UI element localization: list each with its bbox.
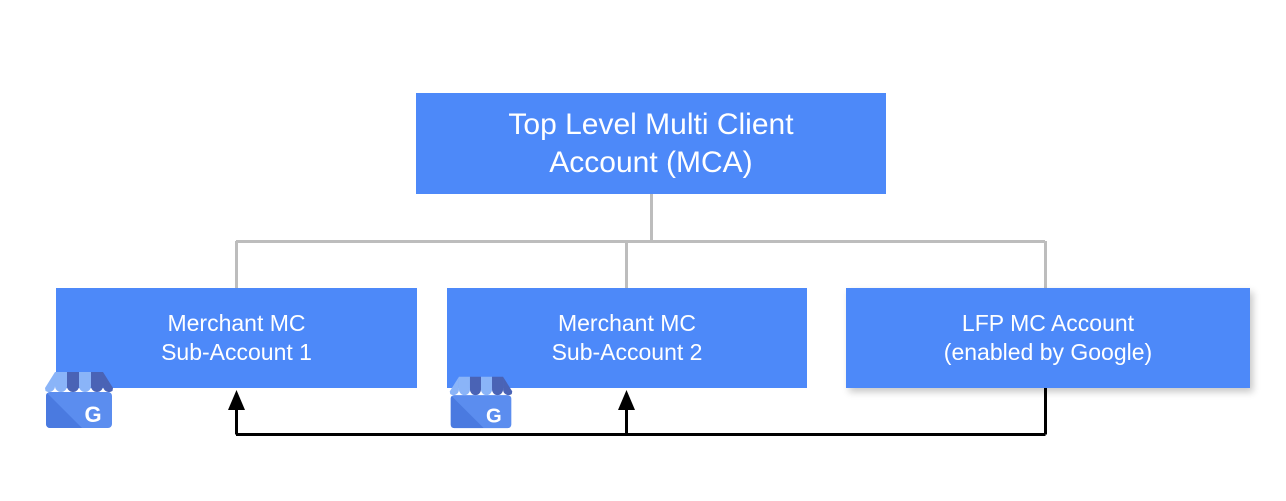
gmb-awning-panel-4 bbox=[492, 376, 504, 396]
node-merchant-sub-account-1-label: Merchant MC Sub-Account 1 bbox=[161, 310, 312, 365]
gmb-awning-panel-3 bbox=[79, 372, 91, 392]
node-lfp-mc-account-label: LFP MC Account (enabled by Google) bbox=[943, 310, 1153, 365]
gmb-letter-g: G bbox=[486, 406, 502, 428]
gmb-awning-panel-1 bbox=[55, 372, 67, 392]
flow-arrowhead-merchant-1 bbox=[228, 390, 245, 410]
gmb-awning-panel-2 bbox=[469, 376, 481, 396]
gmb-awning-panel-3 bbox=[481, 376, 493, 396]
google-my-business-icon: G bbox=[449, 376, 513, 429]
node-lfp-mc-account[interactable]: LFP MC Account (enabled by Google) bbox=[846, 288, 1250, 388]
gmb-awning-cap-right bbox=[102, 372, 113, 393]
gmb-awning-cap-left bbox=[45, 372, 56, 393]
node-merchant-sub-account-2[interactable]: Merchant MC Sub-Account 2 bbox=[447, 288, 807, 388]
gmb-awning-cap-left bbox=[449, 376, 459, 396]
gmb-body-shade bbox=[46, 392, 82, 428]
gmb-awning-panel-1 bbox=[458, 376, 470, 396]
gmb-awning-panel-2 bbox=[67, 372, 79, 392]
node-merchant-sub-account-2-label: Merchant MC Sub-Account 2 bbox=[551, 310, 703, 365]
gmb-awning-cap-right bbox=[503, 376, 513, 396]
gmb-awning-panel-4 bbox=[91, 372, 103, 392]
flow-arrowhead-merchant-2 bbox=[618, 390, 635, 410]
node-merchant-sub-account-1[interactable]: Merchant MC Sub-Account 1 bbox=[56, 288, 417, 388]
google-my-business-icon: G bbox=[45, 372, 113, 428]
node-top-level-mca[interactable]: Top Level Multi Client Account (MCA) bbox=[416, 93, 886, 194]
node-top-level-mca-label: Top Level Multi Client Account (MCA) bbox=[508, 107, 794, 179]
gmb-letter-g: G bbox=[84, 402, 101, 427]
